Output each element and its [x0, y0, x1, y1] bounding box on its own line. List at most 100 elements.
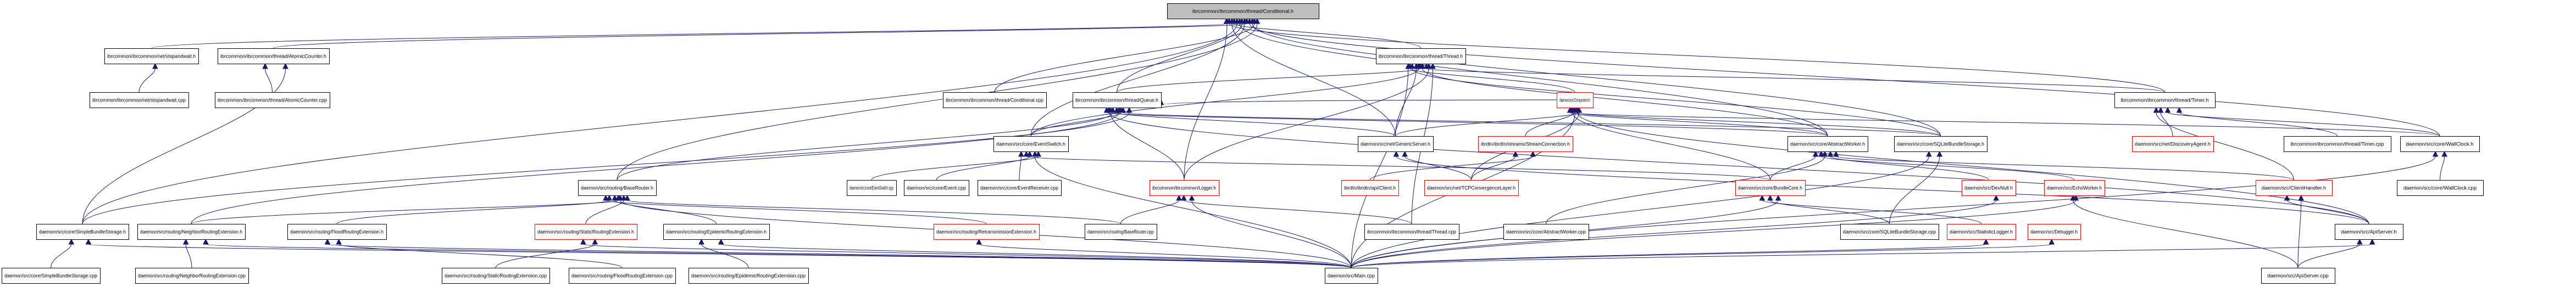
- edge-line: [1770, 200, 1890, 224]
- graph-node-debugger-h[interactable]: daemon/src/Debugger.h: [2028, 224, 2081, 240]
- graph-node-abstractworker-cpp[interactable]: daemon/src/core/AbstractWorker.cpp: [1503, 224, 1589, 240]
- arrowhead-icon: [1574, 106, 1581, 113]
- graph-node-eventswitch-h[interactable]: daemon/src/core/EventSwitch.h: [993, 136, 1069, 152]
- graph-node-genericserver-h[interactable]: daemon/src/net/GenericServer.h: [1358, 136, 1434, 152]
- graph-node-devnull-h[interactable]: daemon/src/DevNull.h: [1962, 180, 2016, 196]
- graph-node-thread-h[interactable]: ibrcommon/ibrcommon/thread/Thread.h: [1376, 48, 1466, 64]
- graph-node-component-h[interactable]: daemon/src/Component.h: [1557, 92, 1594, 108]
- node-label: daemon/src/net/GenericServer.h: [1361, 142, 1430, 148]
- graph-node-event-cpp[interactable]: daemon/src/core/Event.cpp: [904, 180, 969, 196]
- graph-node-bundlecore-h[interactable]: daemon/src/core/BundleCore.h: [1735, 180, 1806, 196]
- arrowhead-icon: [1415, 63, 1422, 69]
- graph-node-retransmission-h[interactable]: daemon/src/routing/RetransmissionExtensi…: [934, 224, 1040, 240]
- node-box: [2028, 224, 2081, 240]
- edge-eventswitch-cpp-to-eventswitch-h: [871, 150, 1041, 181]
- node-label: daemon/src/core/EventSwitch.cpp: [850, 185, 893, 192]
- arrowhead-icon: [282, 63, 288, 69]
- graph-node-sqlitebundlestorage-h[interactable]: daemon/src/core/SQLiteBundleStorage.h: [1894, 136, 1987, 152]
- graph-node-neighborrouting-cpp[interactable]: daemon/src/routing/NeighborRoutingExtens…: [135, 268, 249, 284]
- graph-node-main-cpp[interactable]: daemon/src/Main.cpp: [1325, 268, 1378, 284]
- graph-node-neighborrouting-h[interactable]: daemon/src/routing/NeighborRoutingExtens…: [137, 224, 246, 240]
- edge-line: [1351, 200, 1997, 268]
- graph-node-abstractworker-h[interactable]: daemon/src/core/AbstractWorker.h: [1787, 136, 1868, 152]
- graph-node-sqlitebundlestorage-cpp[interactable]: daemon/src/core/SQLiteBundleStorage.cpp: [1840, 224, 1939, 240]
- graph-node-simplebundlestorage-cpp[interactable]: daemon/src/core/SimpleBundleStorage.cpp: [2, 268, 101, 284]
- edge-line: [82, 68, 286, 224]
- graph-node-stopandwait-h[interactable]: ibrcommon/ibrcommon/net/stopandwait.h: [104, 48, 199, 64]
- arrowhead-icon: [1405, 63, 1411, 69]
- graph-node-stopandwait-cpp[interactable]: ibrcommon/ibrcommon/net/stopandwait.cpp: [90, 92, 189, 108]
- graph-node-echoworker-h[interactable]: daemon/src/EchoWorker.h: [2044, 180, 2105, 196]
- graph-node-clienthandler-h[interactable]: daemon/src/ClientHandler.h: [2256, 180, 2333, 196]
- graph-node-thread-cpp[interactable]: ibrcommon/ibrcommon/thread/Thread.cpp: [1364, 224, 1459, 240]
- graph-node-queue-h[interactable]: ibrcommon/ibrcommon/thread/Queue.h: [1073, 92, 1162, 108]
- node-box: [1325, 268, 1378, 284]
- graph-node-simplebundlestorage-h[interactable]: daemon/src/core/SimpleBundleStorage.h: [36, 224, 129, 240]
- graph-node-floodrouting-cpp[interactable]: daemon/src/routing/FloodRoutingExtension…: [569, 268, 676, 284]
- edge-line: [273, 23, 1247, 49]
- edge-sqlitebundlestorage-cpp-to-bundlecore-h: [1767, 194, 1890, 224]
- edge-line: [1546, 156, 1825, 224]
- graph-node-conditional-h[interactable]: ibrcommon/ibrcommon/thread/Conditional.h: [1167, 3, 1319, 19]
- graph-node-logger-h[interactable]: ibrcommon/ibrcommon/Logger.h: [1150, 180, 1219, 196]
- graph-node-baserouter-h[interactable]: daemon/src/routing/BaseRouter.h: [578, 180, 657, 196]
- graph-node-epidemicrouting-cpp[interactable]: daemon/src/routing/EpidemicRoutingExtens…: [689, 268, 809, 284]
- arrowhead-icon: [1993, 194, 2000, 201]
- edge-thread-h-to-conditional-h: [1231, 18, 1421, 49]
- arrowhead-icon: [2284, 194, 2290, 201]
- node-label: ibrdtn/ibrdtn/api/Client.h: [1344, 185, 1396, 192]
- graph-node-tcpcl-h[interactable]: daemon/src/net/TCPConvergenceLayer.h: [1424, 180, 1519, 196]
- graph-node-eventswitch-cpp[interactable]: daemon/src/core/EventSwitch.cpp: [847, 180, 897, 196]
- edge-neighborrouting-cpp-to-neighborrouting-h: [182, 238, 192, 268]
- arrowhead-icon: [1109, 106, 1116, 113]
- arrowhead-icon: [1236, 18, 1243, 24]
- graph-node-floodrouting-h[interactable]: daemon/src/routing/FloodRoutingExtension…: [287, 224, 387, 240]
- arrowhead-icon: [1181, 194, 1187, 201]
- graph-node-conditional-cpp[interactable]: ibrcommon/ibrcommon/thread/Conditional.c…: [943, 92, 1047, 108]
- graph-node-wallclock-h[interactable]: daemon/src/core/WallClock.h: [2400, 136, 2480, 152]
- node-box: [442, 268, 550, 284]
- edge-line: [617, 112, 1113, 181]
- node-label: daemon/src/DevNull.h: [1964, 185, 2013, 192]
- arrowhead-icon: [698, 238, 704, 245]
- graph-node-timer-cpp[interactable]: ibrcommon/ibrcommon/thread/Timer.cpp: [2284, 136, 2391, 152]
- arrowhead-icon: [1512, 150, 1519, 157]
- node-box: [2114, 92, 2216, 108]
- graph-node-eventreceiver-cpp[interactable]: daemon/src/core/EventReceiver.cpp: [978, 180, 1062, 196]
- graph-node-staticrouting-h[interactable]: daemon/src/routing/StaticRoutingExtensio…: [535, 224, 637, 240]
- graph-node-atomiccounter-h[interactable]: ibrcommon/ibrcommon/thread/AtomicCounter…: [218, 48, 330, 64]
- node-box: [2256, 180, 2333, 196]
- graph-node-baserouter-cpp[interactable]: daemon/src/routing/BaseRouter.cpp: [1085, 224, 1157, 240]
- graph-node-apiserver-h[interactable]: daemon/src/ApiServer.h: [2335, 224, 2403, 240]
- edge-line: [1525, 112, 1575, 137]
- graph-node-statisticlogger-h[interactable]: daemon/src/StatisticLogger.h: [1947, 224, 2016, 240]
- graph-node-epidemicrouting-h[interactable]: daemon/src/routing/EpidemicRoutingExtens…: [663, 224, 770, 240]
- edge-bundlecore-h-to-component-h: [1569, 106, 1770, 181]
- edge-line: [1889, 156, 1940, 224]
- edge-line: [1123, 112, 1941, 137]
- arrowhead-icon: [203, 238, 209, 245]
- node-box: [1478, 136, 1573, 152]
- node-label: daemon/src/ClientHandler.h: [2262, 185, 2326, 192]
- graph-node-client-h[interactable]: ibrdtn/ibrdtn/api/Client.h: [1341, 180, 1399, 196]
- graph-node-streamconnection-h[interactable]: ibrdtn/ibrdtn/streams/StreamConnection.h: [1478, 136, 1573, 152]
- node-label: ibrcommon/ibrcommon/net/stopandwait.cpp: [92, 98, 186, 104]
- edge-line: [191, 200, 619, 224]
- graph-node-apiserver-cpp[interactable]: daemon/src/ApiServer.cpp: [2261, 268, 2335, 284]
- arrowhead-icon: [1189, 194, 1195, 201]
- graph-node-discoveryagent-h[interactable]: daemon/src/net/DiscoveryAgent.h: [2132, 136, 2214, 152]
- edge-line: [626, 200, 1121, 224]
- graph-node-staticrouting-cpp[interactable]: daemon/src/routing/StaticRoutingExtensio…: [442, 268, 550, 284]
- edge-line: [1395, 112, 1579, 137]
- graph-node-timer-h[interactable]: ibrcommon/ibrcommon/thread/Timer.h: [2114, 92, 2216, 108]
- graph-node-atomiccounter-cpp[interactable]: ibrcommon/ibrcommon/thread/AtomicCounter…: [215, 92, 330, 108]
- node-box: [1341, 180, 1399, 196]
- graph-node-wallclock-cpp[interactable]: daemon/src/core/WallClock.cpp: [2397, 180, 2484, 196]
- arrowhead-icon: [1983, 238, 1989, 245]
- edge-line: [720, 244, 1352, 268]
- edge-line: [338, 244, 623, 268]
- arrowhead-icon: [1926, 150, 1932, 157]
- node-box: [663, 224, 770, 240]
- node-box: [1073, 92, 1162, 108]
- arrowhead-icon: [1254, 18, 1261, 24]
